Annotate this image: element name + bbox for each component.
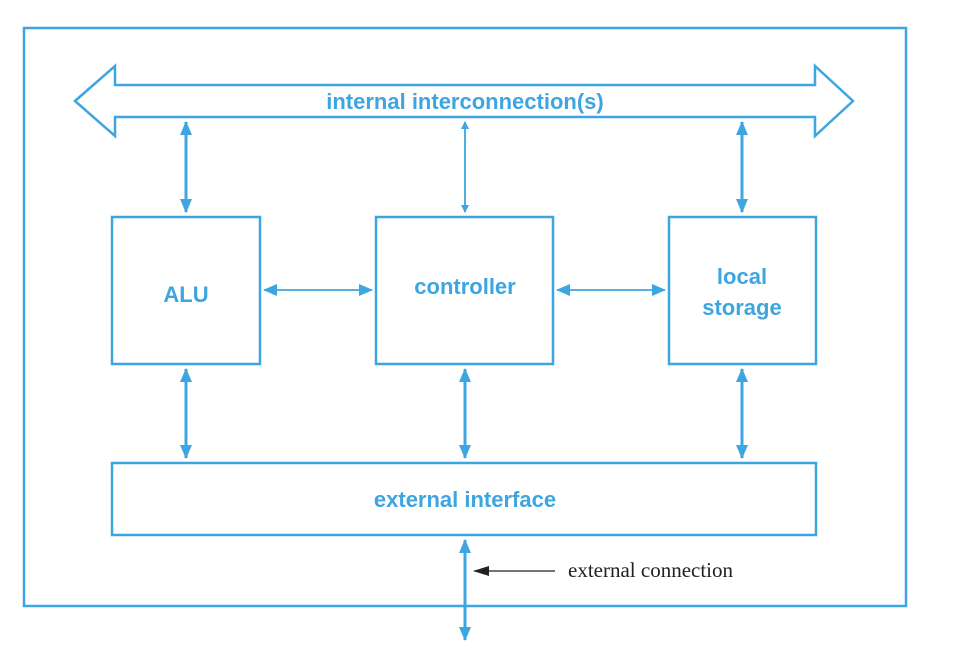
- controller-block: [374, 215, 555, 366]
- internal-bus-label: internal interconnection(s): [326, 89, 603, 114]
- local-storage-label-line1: local: [717, 264, 767, 289]
- external-interface-label: external interface: [374, 487, 556, 512]
- external-interface-block: [110, 461, 818, 537]
- alu-block: [110, 215, 262, 366]
- internal-bus-arrow: [73, 63, 855, 139]
- annotation-label: external connection: [568, 558, 734, 582]
- local-storage-block: [667, 215, 818, 366]
- alu-label: ALU: [163, 282, 208, 307]
- local-storage-label-line2: storage: [702, 295, 781, 320]
- controller-label: controller: [414, 274, 516, 299]
